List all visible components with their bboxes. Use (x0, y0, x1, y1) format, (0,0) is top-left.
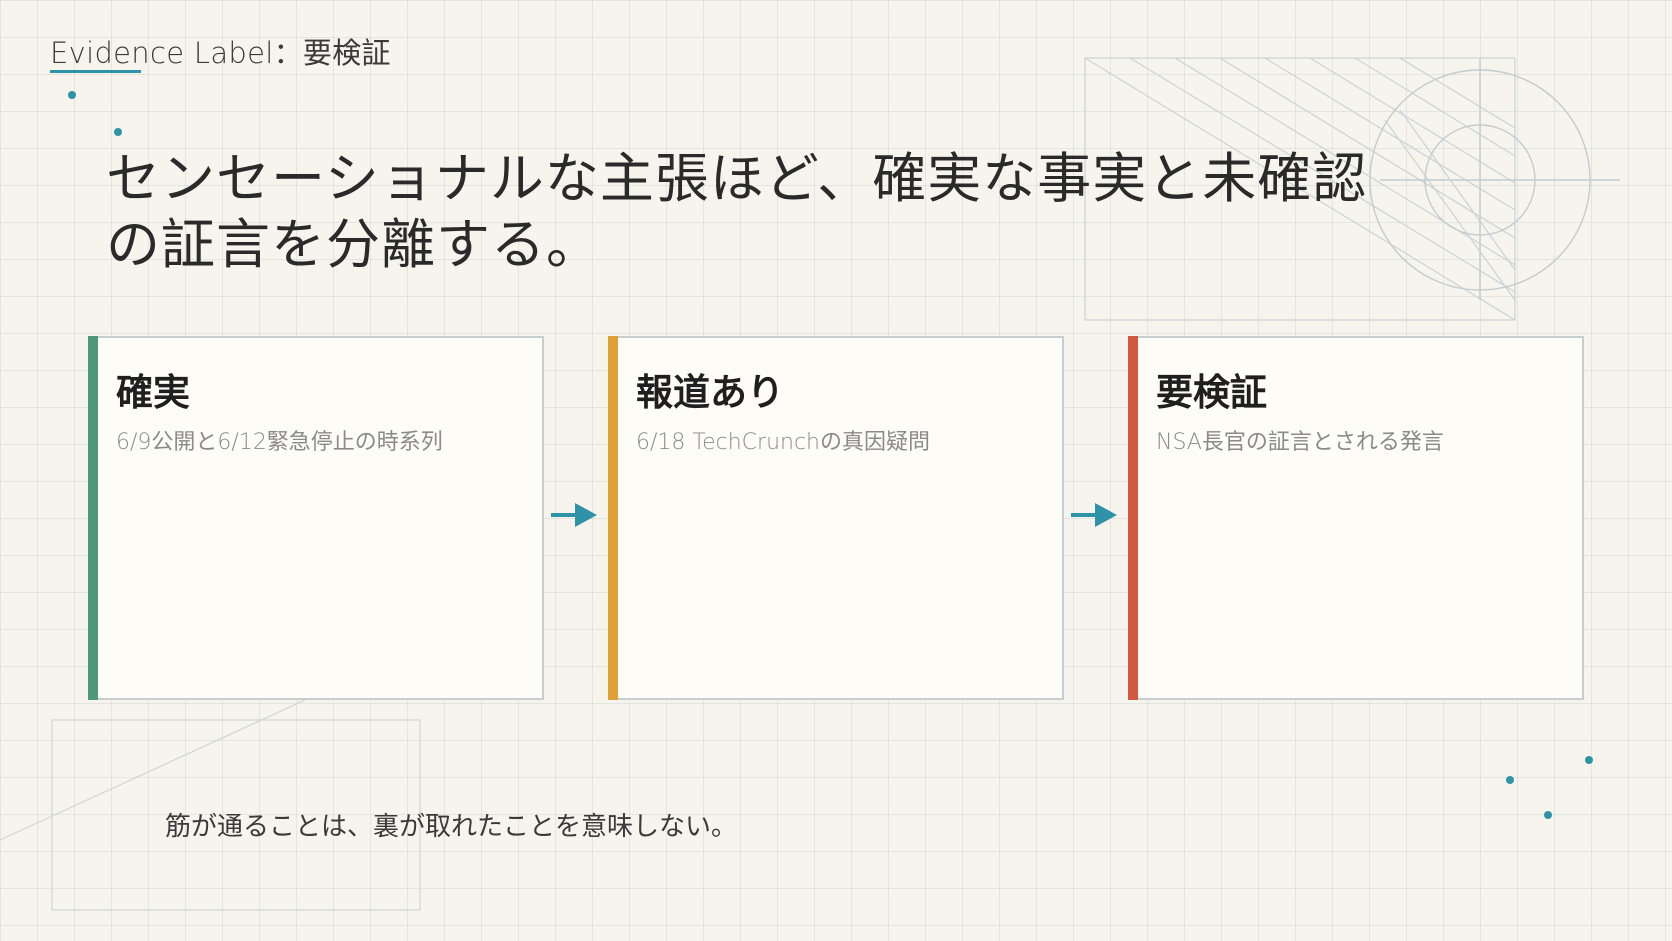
card-title: 確実 (116, 371, 190, 414)
card-status-bar (608, 336, 618, 700)
card-status-bar (1128, 336, 1138, 700)
footnote: 筋が通ることは、裏が取れたことを意味しない。 (165, 812, 738, 842)
card-title: 要検証 (1156, 371, 1267, 414)
deco-circles (1369, 58, 1620, 300)
card-reported: 報道あり 6/18 TechCrunchの真因疑問 (608, 336, 1064, 700)
card-description: 6/18 TechCrunchの真因疑問 (636, 430, 931, 455)
evidence-label: Evidence Label：要検証 (50, 36, 391, 70)
card-description: NSA長官の証言とされる発言 (1156, 430, 1444, 455)
card-confirmed: 確実 6/9公開と6/12緊急停止の時系列 (88, 336, 544, 700)
page-title: センセーショナルな主張ほど、確実な事実と未確認の証言を分離する。 (106, 147, 1368, 276)
arrow-right-icon (1071, 503, 1117, 527)
card-needs-verification: 要検証 NSA長官の証言とされる発言 (1128, 336, 1584, 700)
deco-bottom-frame (0, 699, 421, 911)
card-status-bar (88, 336, 98, 700)
card-title: 報道あり (636, 371, 784, 414)
evidence-label-underline (50, 70, 141, 73)
arrow-right-icon (551, 503, 597, 527)
card-description: 6/9公開と6/12緊急停止の時系列 (116, 430, 443, 455)
